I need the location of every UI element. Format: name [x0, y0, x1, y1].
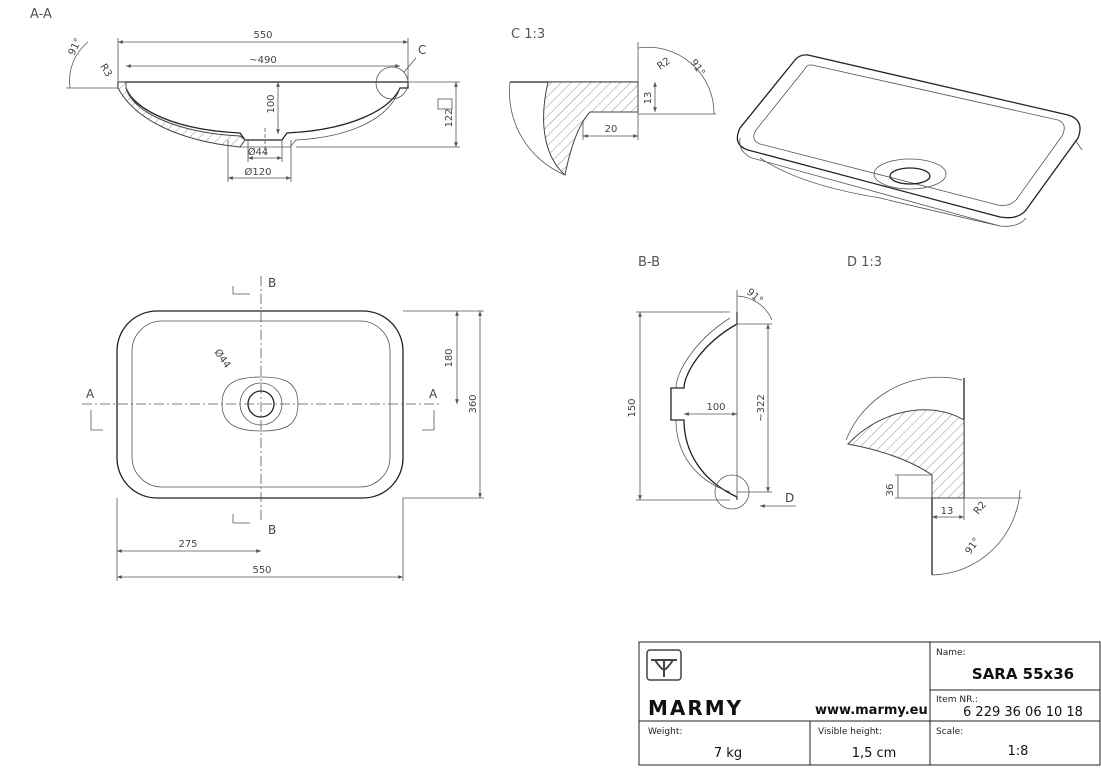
dim-aa-height: 122: [444, 108, 455, 127]
dim-aa-inner: ~490: [249, 55, 276, 66]
weight-label: Weight:: [648, 727, 682, 737]
name-value: SARA 55x36: [972, 665, 1074, 683]
dim-d-thick: 36: [885, 484, 896, 497]
brand-name: MARMY: [648, 696, 743, 720]
dim-c-thick: 13: [643, 92, 654, 105]
dim-aa-drain: Ø44: [248, 146, 269, 158]
dim-aa-base: Ø120: [245, 166, 272, 178]
plan-outer-rim: [116, 310, 404, 499]
scale-label: Scale:: [936, 727, 963, 737]
title-block: MARMY www.marmy.eu Name: SARA 55x36 Item…: [638, 641, 1101, 766]
marmy-logo-icon: [646, 649, 682, 681]
section-title-b-b: B-B: [638, 255, 660, 270]
weight-value: 7 kg: [714, 746, 742, 761]
detail-circle-c: [375, 66, 409, 100]
dim-d-radius: R2: [972, 500, 989, 517]
item-value: 6 229 36 06 10 18: [963, 705, 1083, 720]
cut-label-b-top: B: [268, 276, 276, 290]
detail-view-d: D 1:3 36 13 R2 91°: [845, 255, 1022, 576]
detail-circle-d: [714, 474, 750, 510]
dim-bb-angle: 91°: [744, 287, 765, 307]
scale-value: 1:8: [1008, 744, 1029, 759]
basin-profile-aa: [117, 81, 409, 141]
dim-bb-depth: 100: [706, 402, 725, 413]
dim-bb-height: 150: [627, 398, 638, 417]
dim-c-radius: R2: [655, 56, 672, 73]
basin-inner-aa: [125, 87, 401, 148]
isometric-view: [736, 54, 1083, 227]
website-link[interactable]: www.marmy.eu: [815, 703, 928, 718]
dim-plan-w: 550: [252, 565, 271, 576]
cut-label-a-left: A: [86, 387, 95, 401]
dim-plan-h: 360: [468, 394, 479, 413]
item-label: Item NR.:: [936, 695, 978, 705]
basin-profile-bb: [670, 312, 738, 500]
dim-aa-angle: 91°: [67, 37, 84, 58]
dim-aa-depth: 100: [266, 94, 277, 113]
visible-height-value: 1,5 cm: [852, 746, 897, 761]
dim-aa-width: 550: [253, 30, 272, 41]
detail-d-hatch: [847, 409, 965, 499]
dim-d-len: 13: [941, 506, 954, 517]
cut-label-a-right: A: [429, 387, 438, 401]
visible-height-icon: [437, 98, 453, 110]
dim-bb-len: ~322: [756, 394, 767, 421]
detail-c-hatch: [543, 81, 639, 176]
section-view-b-b: B-B 91° 150 100 ~322 D: [627, 255, 796, 510]
section-view-a-a: A-A 550 ~490 100 122 Ø44 Ø120 R3: [30, 7, 460, 182]
dim-plan-half-w: 275: [178, 539, 197, 550]
dim-c-angle: 91°: [688, 57, 707, 78]
dim-c-len: 20: [605, 124, 618, 135]
dim-aa-radius: R3: [97, 62, 113, 79]
detail-ref-d: D: [785, 491, 794, 505]
detail-ref-c: C: [418, 43, 426, 57]
name-label: Name:: [936, 648, 966, 658]
visible-height-label: Visible height:: [818, 727, 882, 737]
dim-plan-drain: Ø44: [212, 347, 234, 371]
dim-plan-half-h: 180: [444, 348, 455, 367]
cut-label-b-bottom: B: [268, 523, 276, 537]
basin-hatch-aa: [117, 81, 246, 148]
plan-view: A A B B Ø44 180 360 275 550: [82, 276, 484, 581]
iso-drain-ring: [873, 158, 947, 190]
dim-d-angle: 91°: [963, 536, 982, 557]
detail-view-c: C 1:3 R2 91° 13 20: [509, 27, 716, 176]
iso-drain-hole: [889, 167, 931, 185]
detail-title-d: D 1:3: [847, 255, 882, 270]
section-title-a-a: A-A: [30, 7, 52, 22]
detail-title-c: C 1:3: [511, 27, 545, 42]
